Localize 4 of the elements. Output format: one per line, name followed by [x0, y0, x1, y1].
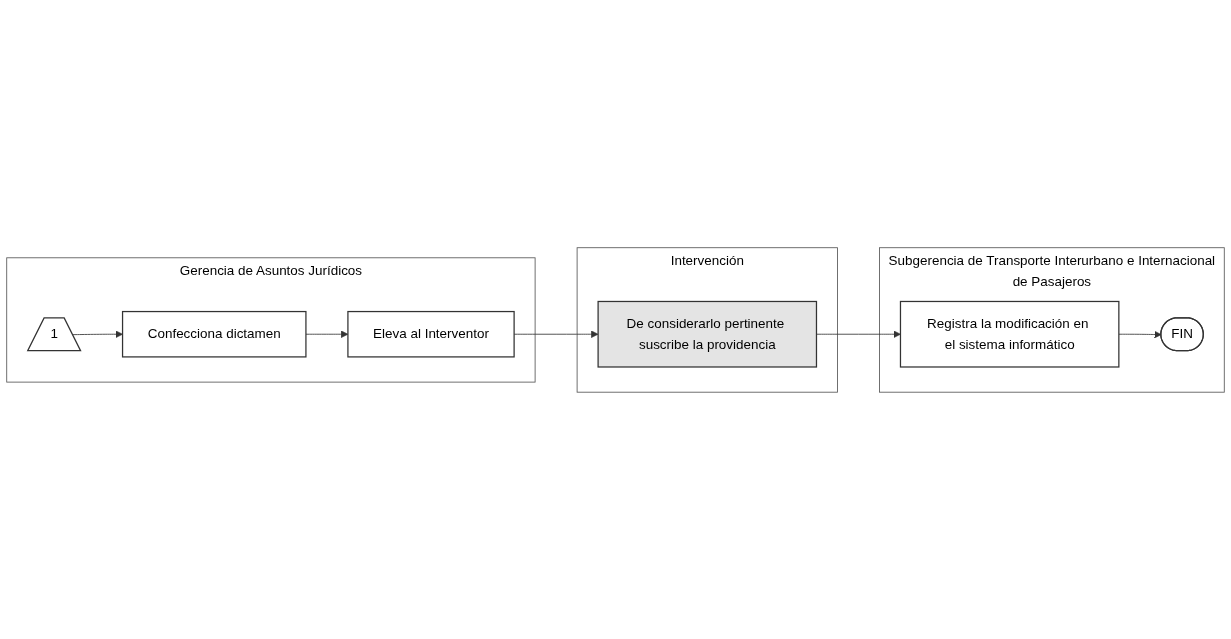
node-box: De considerarlo pertinente suscribe la providencia	[597, 300, 818, 368]
node-box: Confecciona dictamen	[121, 310, 307, 358]
node-box: Eleva al Interventor	[347, 310, 515, 358]
node-box: Registra la modificación en el sistema informático	[899, 300, 1120, 368]
